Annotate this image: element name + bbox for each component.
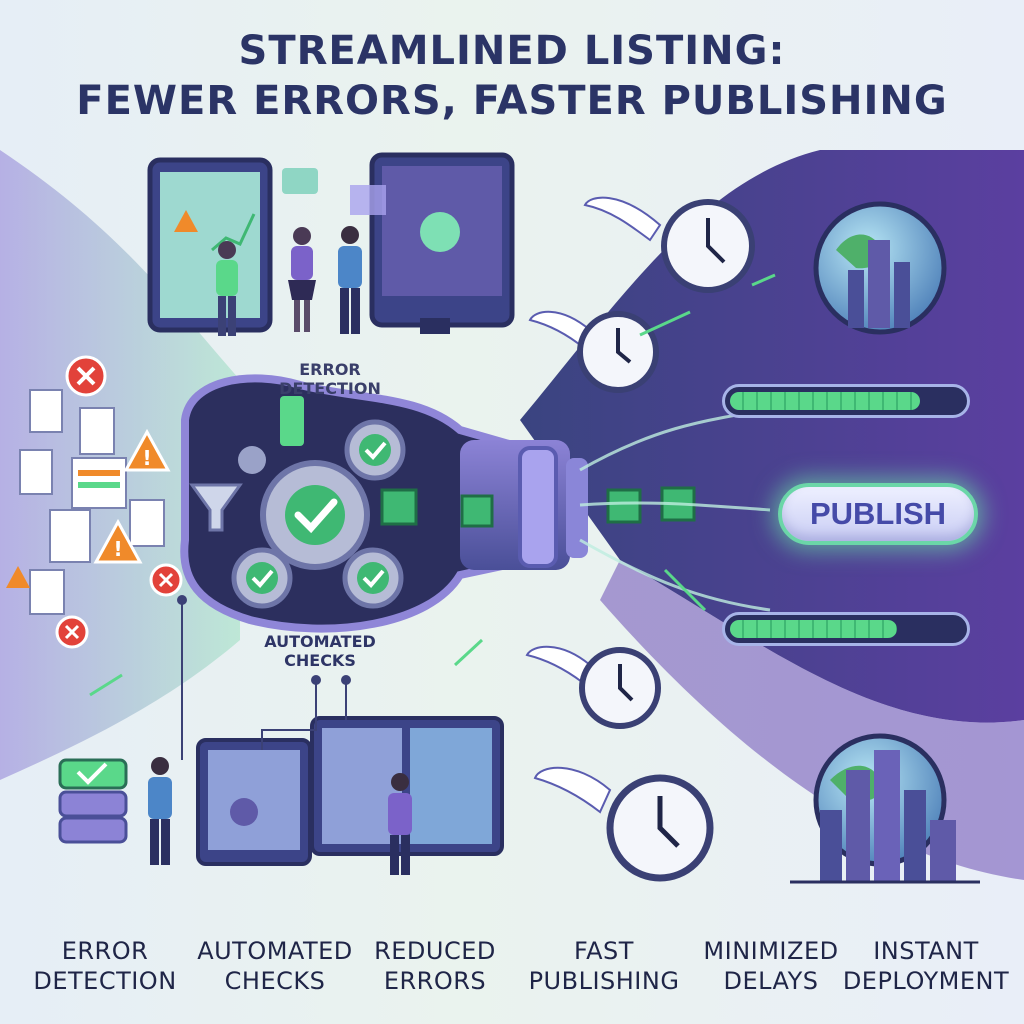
caption-instant-deployment: INSTANT DEPLOYMENT xyxy=(836,936,1016,996)
caption-line-1: MINIMIZED xyxy=(703,937,839,965)
gear-icon xyxy=(238,446,266,474)
document-icon xyxy=(19,449,53,495)
caption-line-1: REDUCED xyxy=(374,937,496,965)
page-title-line-1: STREAMLINED LISTING: xyxy=(238,28,786,74)
caption-line-2: DEPLOYMENT xyxy=(842,967,1010,995)
label-automated-checks: AUTOMATED CHECKS xyxy=(250,632,390,670)
monitor-icon xyxy=(196,738,312,866)
pipe-top-stem xyxy=(280,396,304,446)
page-title-line-2: FEWER ERRORS, FASTER PUBLISHING xyxy=(76,78,948,124)
caption-error-detection: ERROR DETECTION xyxy=(20,936,190,996)
warning-icon: ! xyxy=(123,428,171,472)
caption-fast-publishing: FAST PUBLISHING xyxy=(522,936,686,996)
pipe-coupling-ring xyxy=(566,458,588,558)
document-icon xyxy=(29,389,63,433)
document-icon xyxy=(49,509,91,563)
label-error-detection: ERROR DETECTION xyxy=(265,360,395,398)
caption-reduced-errors: REDUCED ERRORS xyxy=(360,936,510,996)
cube-icon xyxy=(606,488,642,524)
caption-line-1: AUTOMATED xyxy=(197,937,353,965)
arrow-icon xyxy=(89,273,776,697)
label-automated-checks-line-1: AUTOMATED xyxy=(264,632,376,651)
caption-line-2: DETECTION xyxy=(33,967,177,995)
caption-automated-checks: AUTOMATED CHECKS xyxy=(186,936,364,996)
document-icon xyxy=(71,457,127,509)
caption-minimized-delays: MINIMIZED DELAYS xyxy=(696,936,846,996)
cube-icon xyxy=(460,494,494,528)
caption-line-2: PUBLISHING xyxy=(528,967,680,995)
gear-check-icon xyxy=(344,419,406,481)
monitor-icon xyxy=(310,716,504,856)
error-x-icon xyxy=(149,563,183,597)
warning-icon xyxy=(6,566,30,588)
globe-city-icon xyxy=(790,733,980,884)
caption-line-2: CHECKS xyxy=(224,967,326,995)
label-automated-checks-line-2: CHECKS xyxy=(284,651,356,670)
svg-text:!: ! xyxy=(142,446,151,470)
winged-clock-icon xyxy=(528,310,659,393)
gear-check-icon xyxy=(260,460,370,570)
gear-check-icon xyxy=(231,547,293,609)
lower-progress-bar xyxy=(722,612,970,646)
winged-clock-icon xyxy=(583,196,755,293)
person-icon xyxy=(216,241,238,336)
winged-clock-icon xyxy=(525,645,661,729)
caption-line-1: INSTANT xyxy=(873,937,979,965)
floating-panel xyxy=(350,185,386,215)
upper-progress-bar xyxy=(722,384,970,418)
caption-line-1: ERROR xyxy=(61,937,149,965)
monitor-icon xyxy=(147,157,273,333)
caption-line-2: DELAYS xyxy=(723,967,819,995)
label-error-detection-line-1: ERROR xyxy=(299,360,361,379)
monitor-icon xyxy=(369,152,515,334)
globe-city-icon xyxy=(813,201,947,335)
document-icon xyxy=(129,499,165,547)
connector-lines xyxy=(177,595,351,760)
error-x-icon xyxy=(55,615,89,649)
person-icon xyxy=(338,226,362,334)
chat-bubble xyxy=(282,168,318,194)
upper-progress-fill xyxy=(730,392,921,410)
pipe-coupling-icon xyxy=(518,446,558,568)
label-error-detection-line-2: DETECTION xyxy=(279,379,381,398)
person-icon xyxy=(148,757,172,865)
warning-icon: ! xyxy=(93,518,143,564)
lower-progress-fill xyxy=(730,620,898,638)
error-x-icon xyxy=(65,355,107,397)
funnel-icon xyxy=(189,483,243,532)
caption-line-2: ERRORS xyxy=(383,967,487,995)
cube-icon xyxy=(380,488,418,526)
person-icon xyxy=(388,773,412,875)
document-icon xyxy=(79,407,115,455)
svg-text:!: ! xyxy=(113,537,122,561)
person-icon xyxy=(288,227,316,332)
gear-check-icon xyxy=(342,547,404,609)
publish-button[interactable]: PUBLISH xyxy=(778,483,978,545)
server-stack-icon xyxy=(58,758,128,844)
caption-line-1: FAST xyxy=(574,937,634,965)
winged-clock-icon xyxy=(533,766,714,882)
document-icon xyxy=(29,569,65,615)
